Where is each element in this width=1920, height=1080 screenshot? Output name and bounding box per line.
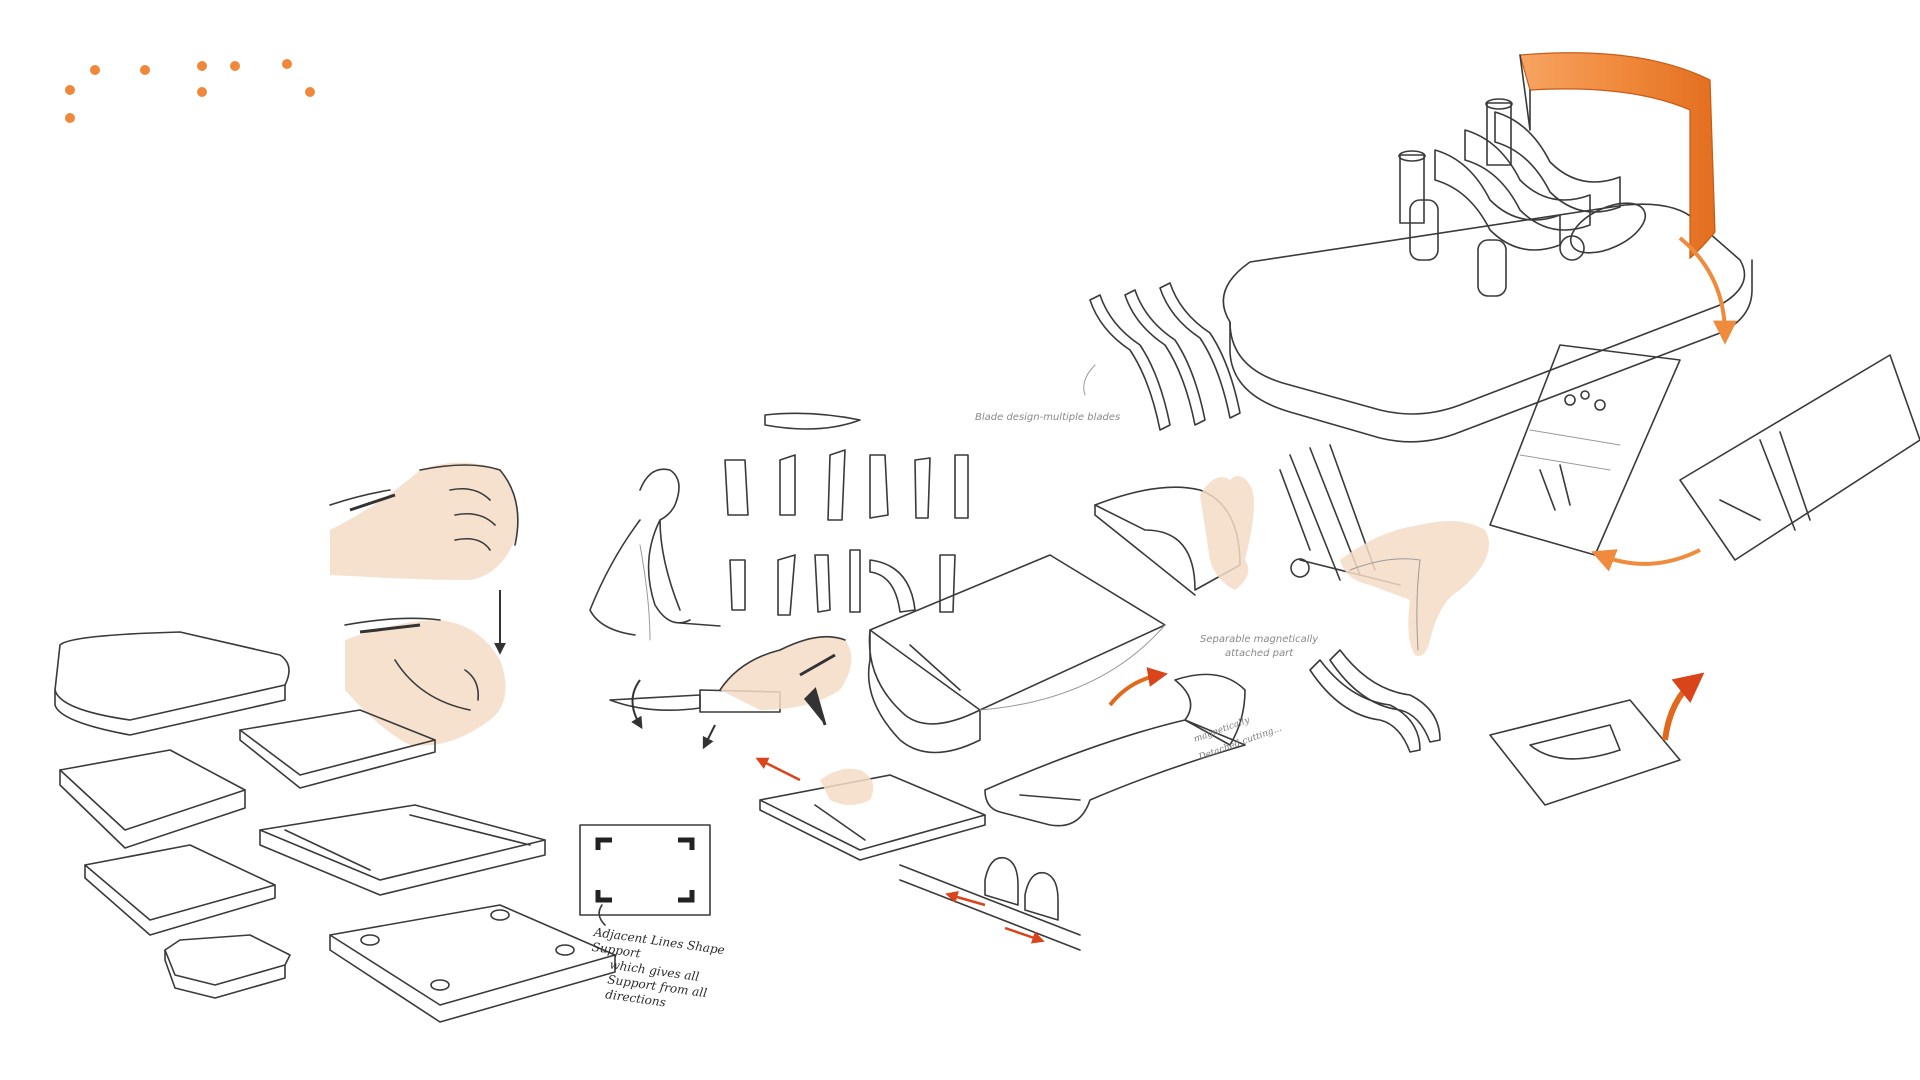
fist-sketch-bottom (344, 617, 506, 746)
half-moon-bowl-sketch (1094, 476, 1254, 596)
knife-profiles-sketch (724, 412, 969, 616)
curved-holder-sketch (984, 667, 1246, 827)
hand-holding-tool-sketch (1279, 444, 1490, 656)
orange-dot-pattern (65, 59, 315, 123)
board-variant-cushion (54, 631, 290, 736)
board-inset-sketch (1591, 354, 1920, 572)
board-variant-octagon (164, 934, 291, 999)
separable-note-line1: Separable magnetically (1200, 634, 1319, 645)
blade-design-sketch (1083, 282, 1241, 431)
corner-support-diagram (579, 824, 711, 926)
board-variant-block (59, 749, 246, 849)
sliding-board-sketch (755, 757, 1081, 951)
slide-tray-sketch (1489, 672, 1705, 806)
person-cutting-sketch (589, 468, 721, 641)
main-cutting-board-render (1222, 52, 1753, 443)
separable-note-line2: attached part (1225, 648, 1294, 659)
board-variant-framed (84, 844, 276, 936)
board-variant-thin (239, 709, 436, 789)
fist-sketch-top (329, 462, 519, 655)
tray-board-sketch (867, 554, 1166, 754)
board-variant-rail (259, 804, 546, 896)
board-variant-feet (329, 904, 616, 1023)
blade-design-label: Blade design-multiple blades (975, 412, 1120, 423)
wavy-blade-detail (1309, 649, 1441, 753)
knife-grip-sketch (609, 635, 852, 750)
board-with-blades-sketch (1489, 344, 1681, 556)
